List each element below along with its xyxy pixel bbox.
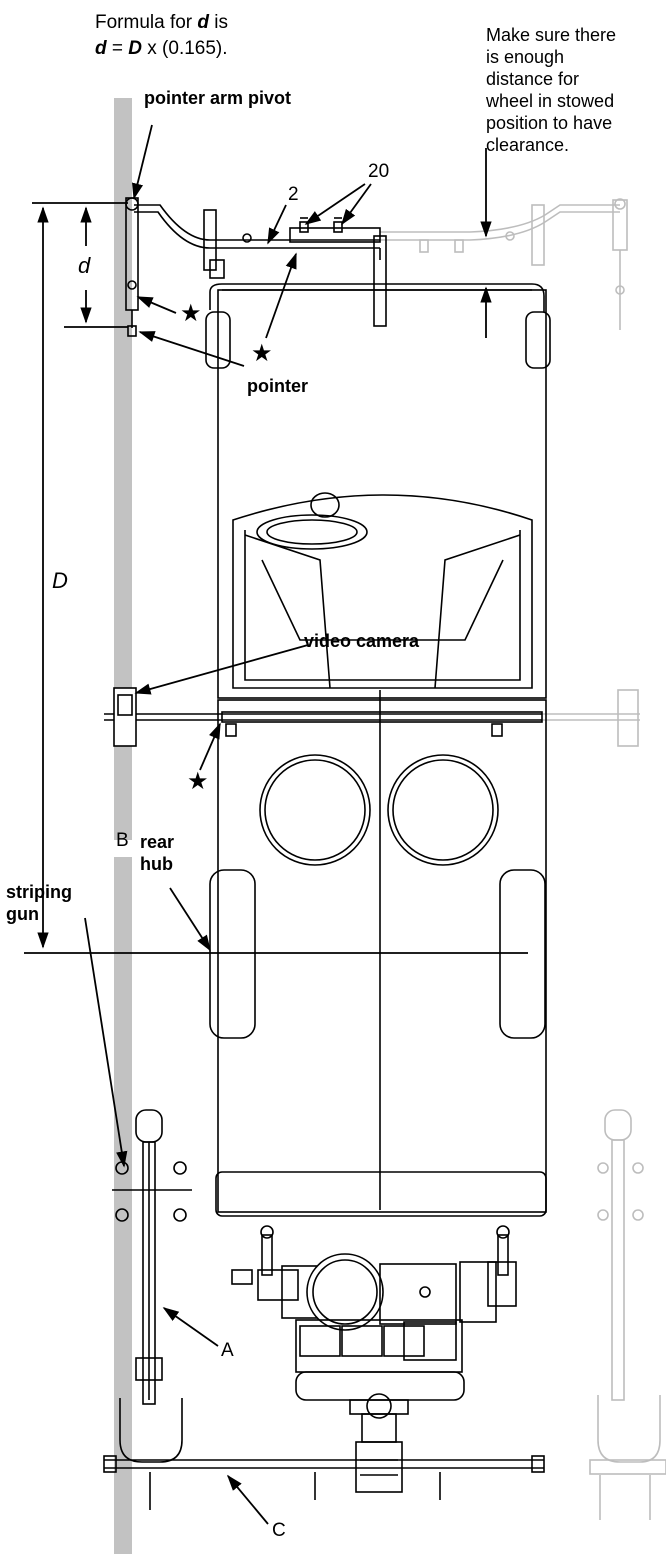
formula-line-2: d = D x (0.165). — [95, 38, 228, 60]
formula-var-d2: d — [95, 38, 107, 59]
label-video-camera: video camera — [304, 631, 420, 651]
note-line: clearance. — [486, 135, 570, 155]
label-d: d — [78, 253, 91, 278]
stowed-parts-faded — [380, 198, 666, 1520]
machine — [103, 197, 551, 1510]
label-gun: gun — [6, 904, 39, 924]
formula-var-d: d — [197, 12, 210, 33]
callout-C: C — [272, 1520, 286, 1541]
note-line: is enough — [486, 47, 565, 67]
formula-prefix: Formula for — [95, 12, 198, 33]
label-pointer: pointer — [247, 376, 308, 396]
callout-A: A — [221, 1340, 234, 1361]
formula-suffix: is — [209, 12, 229, 33]
callout-2: 2 — [288, 184, 299, 205]
label-rear: rear — [140, 832, 175, 852]
dimensions — [24, 124, 528, 1525]
formula-equals: = — [106, 38, 129, 59]
note-line: position to have — [486, 113, 613, 133]
formula-var-D: D — [128, 38, 142, 59]
star-marker-pointer: ★ — [180, 300, 202, 327]
callout-B: B — [116, 830, 129, 851]
star-marker-bracket: ★ — [251, 340, 273, 367]
note-line: Make sure there — [486, 25, 617, 45]
callout-20: 20 — [368, 161, 390, 182]
road-stripe-lower — [114, 857, 132, 1554]
label-D: D — [52, 568, 68, 593]
label-pointer-arm-pivot: pointer arm pivot — [144, 88, 292, 108]
note-line: distance for — [486, 69, 580, 89]
star-marker-camera-bar: ★ — [187, 768, 209, 795]
clearance-note: Make sure there is enough distance for w… — [486, 24, 616, 156]
label-hub: hub — [140, 854, 173, 874]
formula-line-1: Formula for d is — [95, 12, 228, 34]
label-striping: striping — [6, 882, 72, 902]
formula-multiplier: x (0.165). — [142, 38, 228, 59]
note-line: wheel in stowed — [486, 91, 615, 111]
